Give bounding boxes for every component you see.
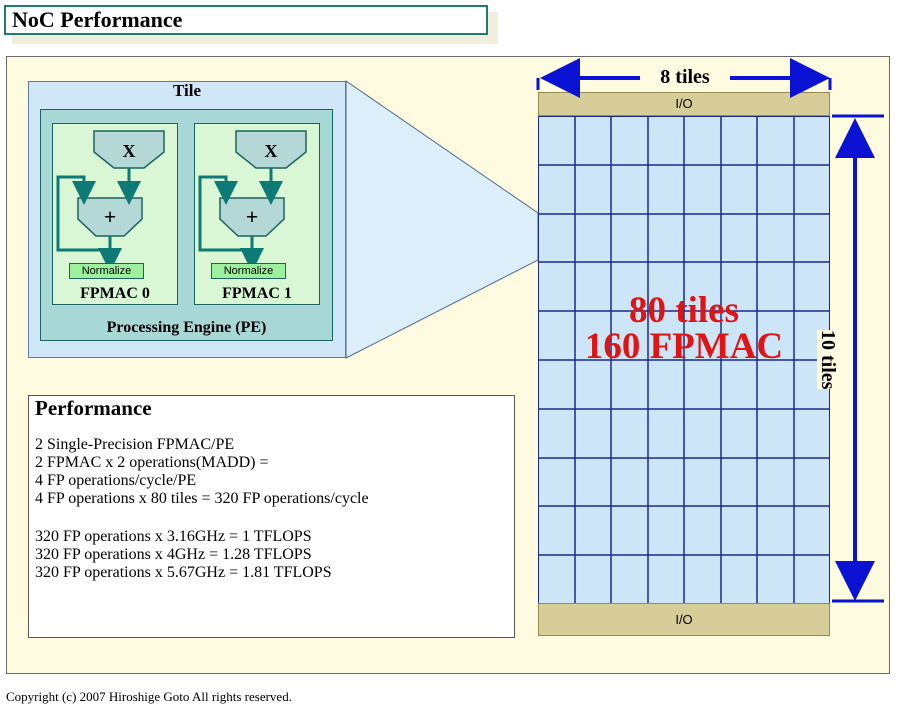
page-title: NoC Performance — [4, 5, 488, 35]
pe-label: Processing Engine (PE) — [106, 319, 267, 336]
tile-grid-lines — [538, 116, 830, 604]
normalize-0-box: Normalize — [69, 263, 144, 279]
fpmac-1-circuit — [198, 130, 307, 272]
width-label: 8 tiles — [640, 66, 730, 88]
multiplier-1-label: X — [265, 141, 278, 161]
io-bar-top: I/O — [538, 92, 830, 116]
normalize-1-box: Normalize — [211, 263, 286, 279]
height-arrow — [832, 114, 884, 603]
performance-line: 4 FP operations x 80 tiles = 320 FP oper… — [35, 490, 369, 507]
performance-box — [28, 395, 515, 638]
multiplier-1-shape — [235, 130, 307, 169]
adder-0-label: + — [104, 204, 117, 229]
adder-1-shape — [219, 197, 285, 237]
multiplier-0-label: X — [123, 141, 136, 161]
performance-line: 2 FPMAC x 2 operations(MADD) = — [35, 454, 269, 471]
grid-center-label: 80 tiles 160 FPMAC — [538, 290, 830, 367]
performance-line: 2 Single-Precision FPMAC/PE — [35, 436, 235, 453]
performance-line: 4 FP operations/cycle/PE — [35, 472, 197, 489]
performance-line: 320 FP operations x 5.67GHz = 1.81 TFLOP… — [35, 564, 332, 581]
performance-title: Performance — [35, 396, 152, 420]
io-bar-bottom: I/O — [538, 603, 830, 636]
performance-line: 320 FP operations x 4GHz = 1.28 TFLOPS — [35, 546, 312, 563]
grid-center-line1: 80 tiles — [629, 290, 739, 331]
adder-0-shape — [77, 197, 143, 237]
multiplier-0-shape — [93, 130, 165, 169]
height-label: 10 tiles — [817, 330, 839, 390]
tile-title: Tile — [172, 81, 202, 100]
adder-1-label: + — [246, 204, 259, 229]
grid-center-line2: 160 FPMAC — [584, 326, 784, 367]
fpmac-0-label: FPMAC 0 — [80, 285, 150, 302]
fpmac-1-label: FPMAC 1 — [222, 285, 292, 302]
performance-line: 320 FP operations x 3.16GHz = 1 TFLOPS — [35, 528, 312, 545]
copyright-text: Copyright (c) 2007 Hiroshige Goto All ri… — [6, 689, 292, 704]
fpmac-0-circuit — [56, 130, 165, 272]
